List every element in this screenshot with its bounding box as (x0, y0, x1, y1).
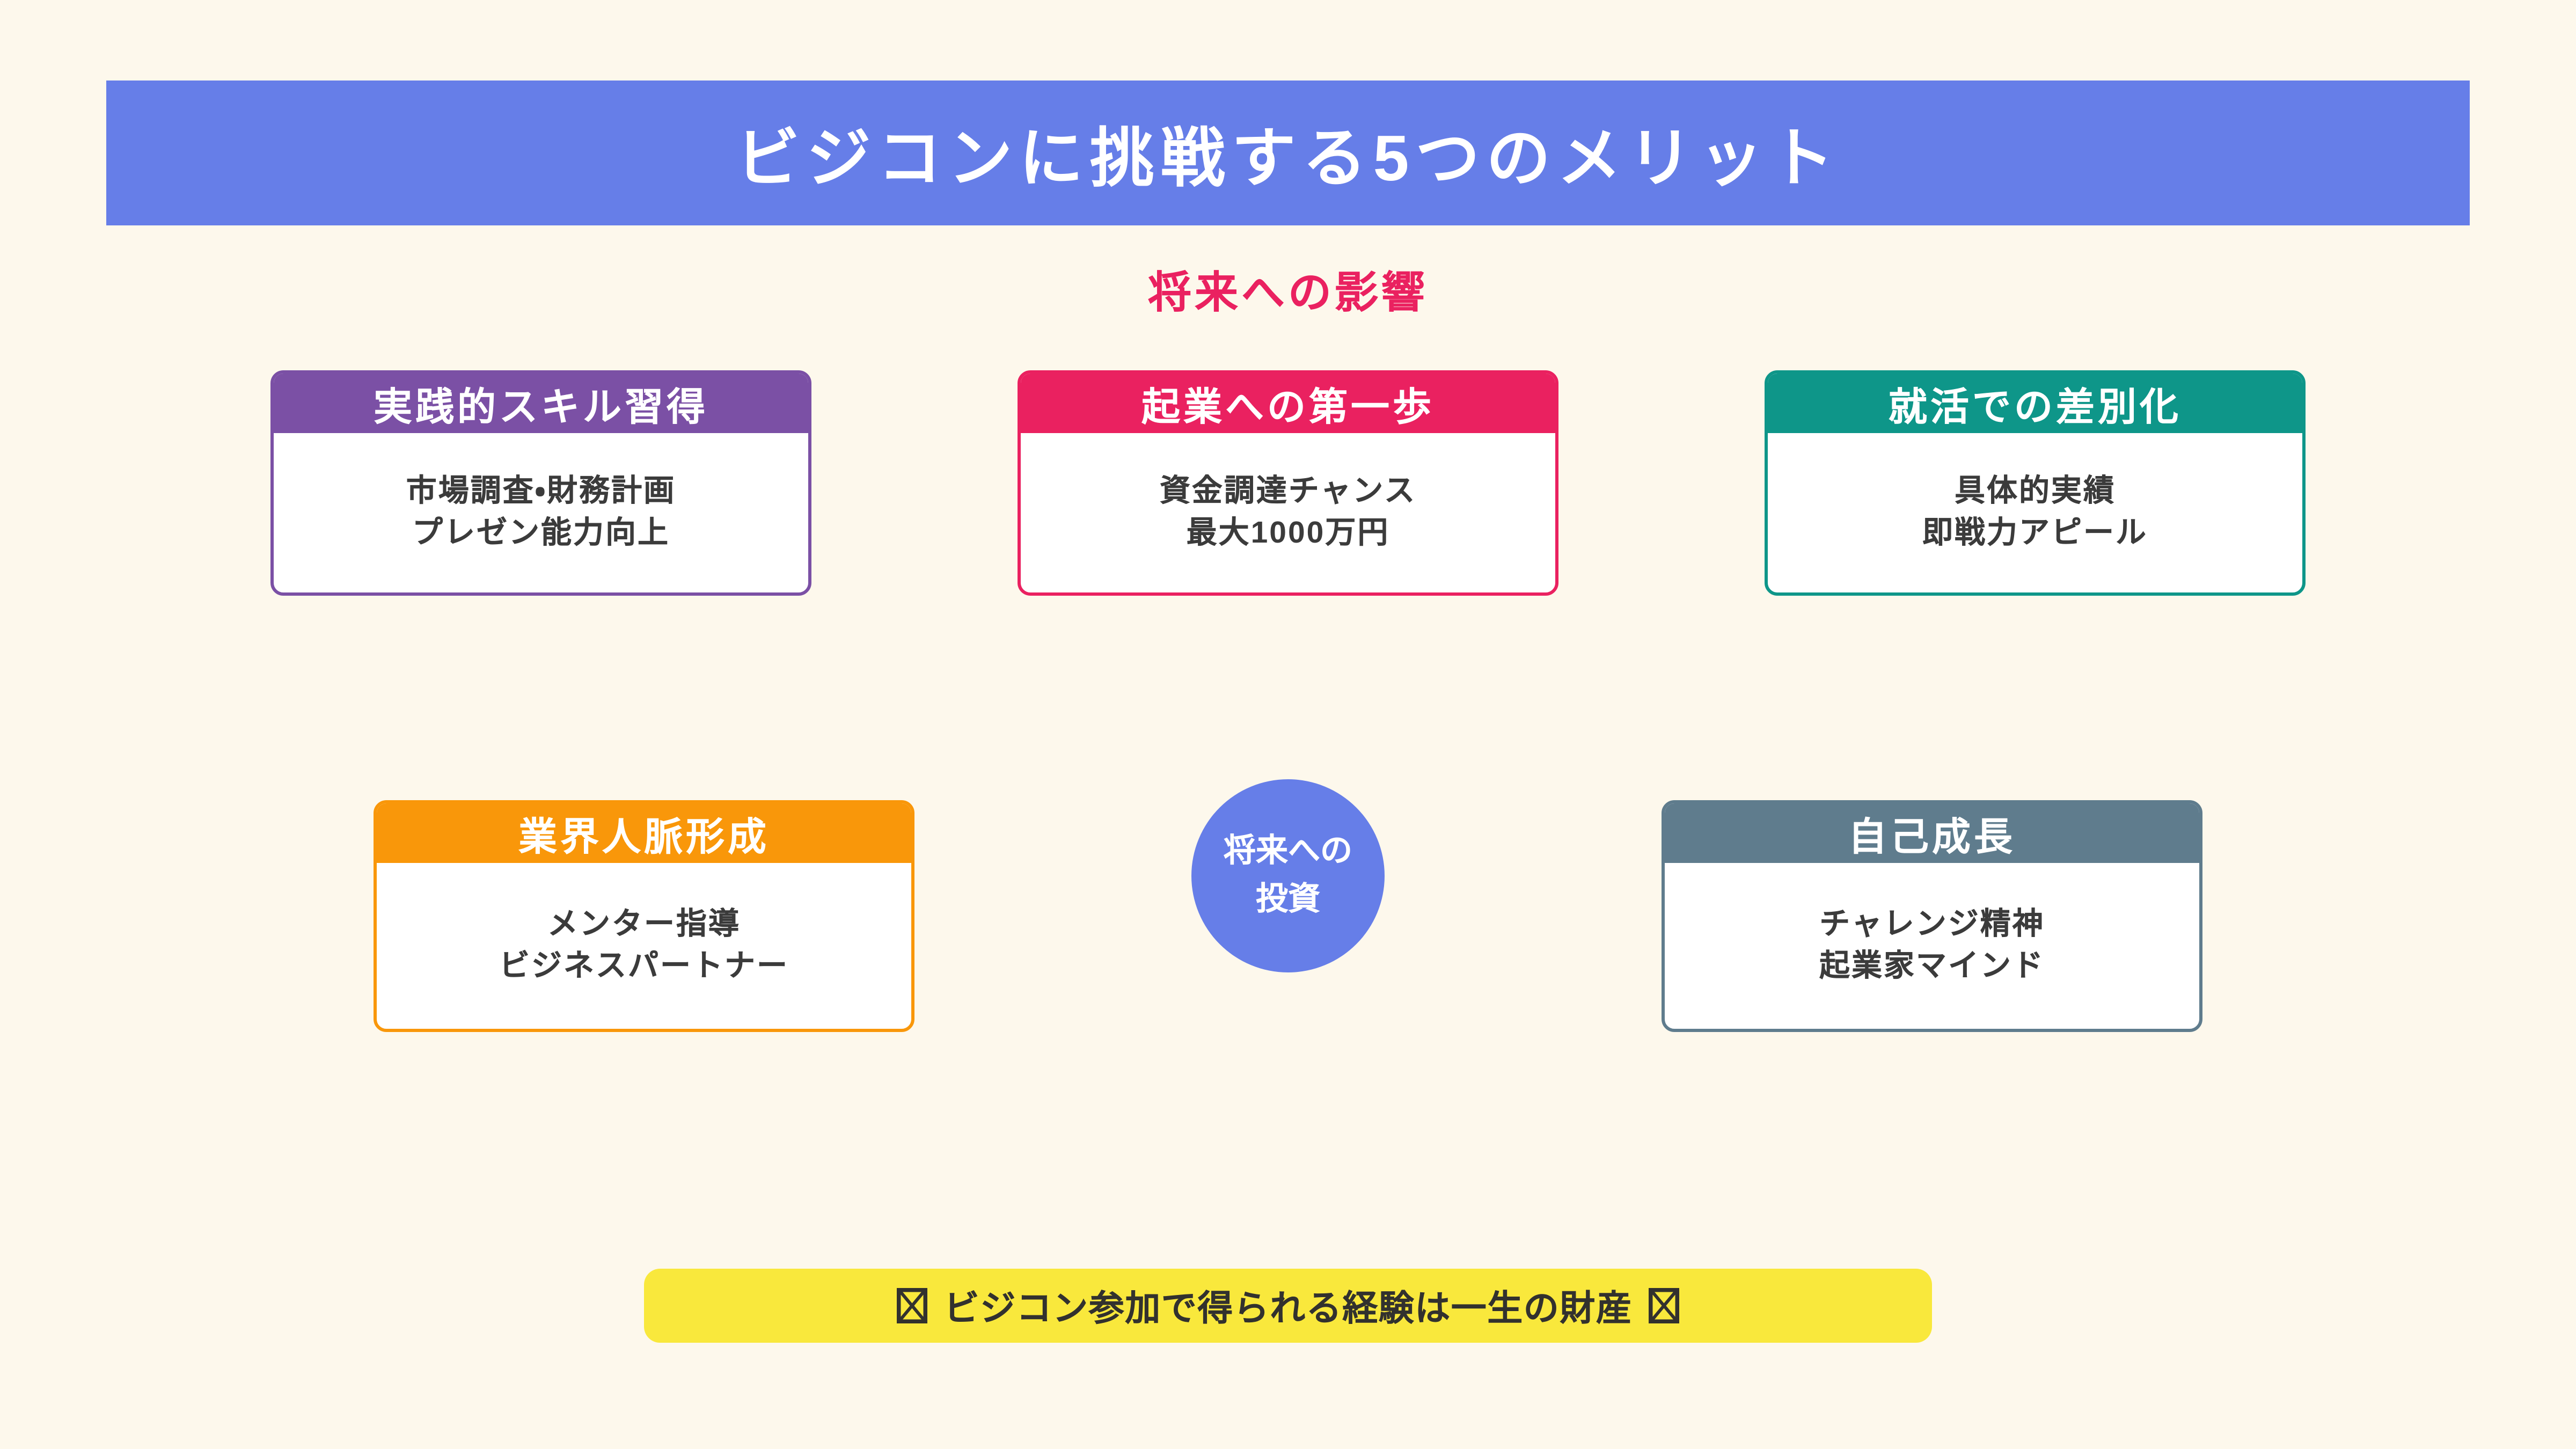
card-header: 就活での差別化 (1768, 374, 2302, 433)
card-header: 業界人脈形成 (377, 803, 911, 863)
page-title: ビジコンに挑戦する5つのメリット (735, 124, 1841, 195)
card-practical-skills: 実践的スキル習得 市場調査・財務計画 プレゼン能力向上 (270, 370, 811, 596)
card-body: チャレンジ精神 起業家マインド (1665, 863, 2199, 1029)
card-header: 実践的スキル習得 (274, 374, 808, 433)
card-body: 具体的実績 即戦力アピール (1768, 433, 2302, 592)
circle-line: 将来への (1224, 834, 1352, 869)
card-header: 起業への第一歩 (1021, 374, 1555, 433)
footer-banner: ビジコン参加で得られる経験は一生の財産 (644, 1269, 1932, 1343)
footer-text: ビジコン参加で得られる経験は一生の財産 (943, 1288, 1633, 1328)
card-body-line: 最大1000万円 (1186, 516, 1390, 550)
card-industry-network: 業界人脈形成 メンター指導 ビジネスパートナー (374, 800, 914, 1032)
card-body: メンター指導 ビジネスパートナー (377, 863, 911, 1029)
card-body: 市場調査・財務計画 プレゼン能力向上 (274, 433, 808, 592)
card-body-line: 即戦力アピール (1922, 516, 2148, 550)
card-header: 自己成長 (1665, 803, 2199, 863)
card-body-line: 市場調査・財務計画 (406, 474, 676, 508)
circle-line: 投資 (1256, 882, 1320, 918)
card-body-line: ビジネスパートナー (499, 949, 789, 983)
card-body: 資金調達チャンス 最大1000万円 (1021, 433, 1555, 592)
card-first-step-to-startup: 起業への第一歩 資金調達チャンス 最大1000万円 (1018, 370, 1558, 596)
card-body-line: 資金調達チャンス (1159, 474, 1417, 508)
card-job-hunt-differentiation: 就活での差別化 具体的実績 即戦力アピール (1765, 370, 2306, 596)
subtitle-label: 将来への影響 (1148, 269, 1428, 317)
card-body-line: チャレンジ精神 (1819, 907, 2045, 941)
title-banner: ビジコンに挑戦する5つのメリット (106, 80, 2470, 225)
missing-glyph-icon (897, 1288, 928, 1323)
card-body-line: 起業家マインド (1819, 949, 2045, 983)
card-body-line: 具体的実績 (1954, 474, 2116, 508)
card-self-growth: 自己成長 チャレンジ精神 起業家マインド (1662, 800, 2202, 1032)
future-investment-circle: 将来への 投資 (1191, 779, 1385, 972)
card-body-line: プレゼン能力向上 (412, 516, 670, 550)
card-body-line: メンター指導 (547, 907, 741, 941)
missing-glyph-icon (1648, 1288, 1679, 1323)
